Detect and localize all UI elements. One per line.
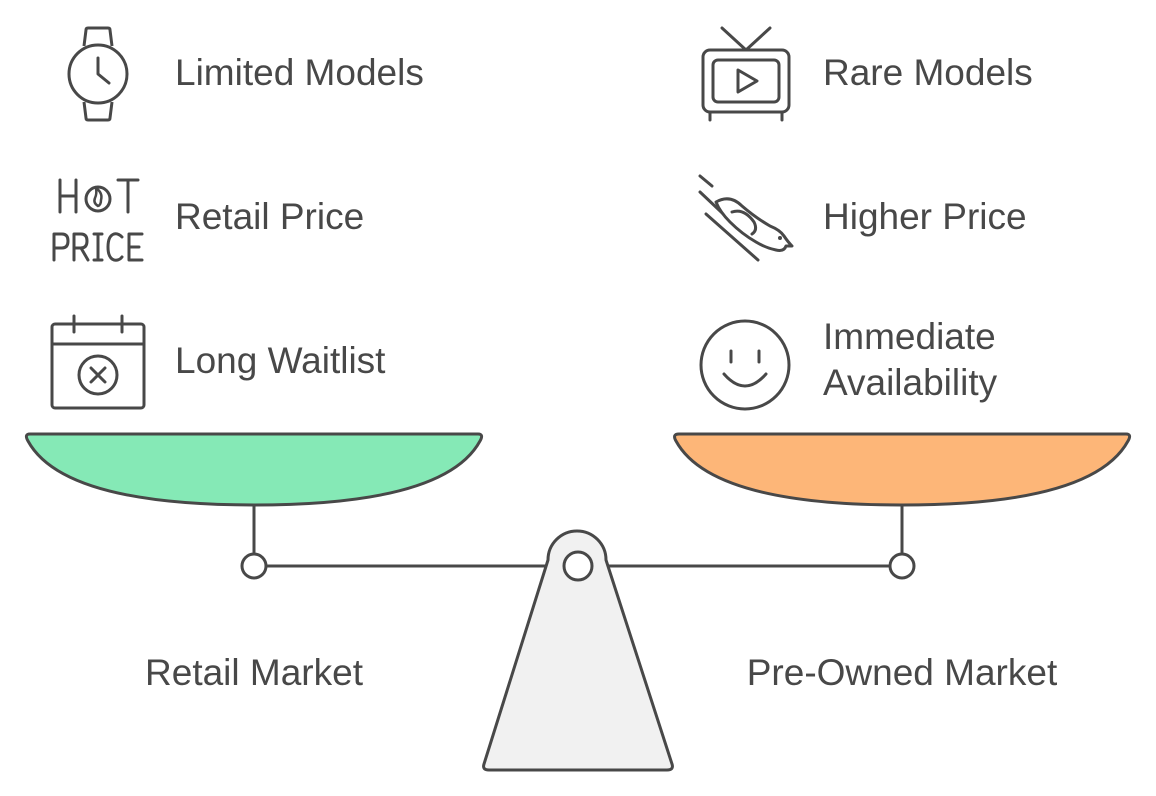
- fulcrum-pivot: [562, 550, 594, 582]
- fulcrum: [482, 529, 674, 772]
- rare-models-label: Rare Models: [823, 52, 1033, 93]
- television-play-icon: [700, 24, 792, 124]
- pre-owned-market-label: Pre-Owned Market: [746, 652, 1058, 693]
- right-pan: [673, 432, 1132, 507]
- smiley-face-icon: [698, 318, 792, 412]
- diving-bird-icon: [696, 172, 796, 264]
- higher-price-label: Higher Price: [823, 196, 1027, 237]
- immediate-availability-line2: Availability: [823, 362, 998, 403]
- immediate-availability-label: Immediate Availability: [823, 314, 997, 406]
- left-hanger-joint: [240, 552, 268, 580]
- retail-market-label: Retail Market: [145, 652, 363, 693]
- hot-price-icon: [50, 176, 146, 264]
- immediate-availability-line1: Immediate: [823, 316, 996, 357]
- watch-icon: [62, 26, 134, 122]
- left-pan: [24, 432, 484, 507]
- limited-models-label: Limited Models: [175, 52, 424, 93]
- right-hanger-joint: [888, 552, 916, 580]
- calendar-cancel-icon: [50, 314, 146, 410]
- retail-price-label: Retail Price: [175, 196, 365, 237]
- long-waitlist-label: Long Waitlist: [175, 340, 386, 381]
